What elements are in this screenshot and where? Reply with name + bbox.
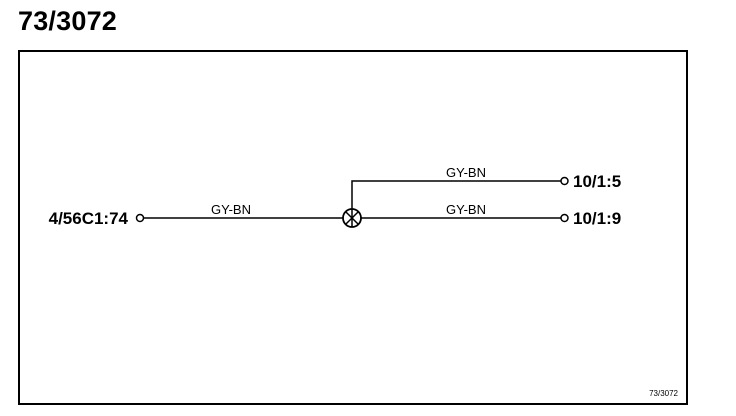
connector-label-right-top: 10/1:5 (573, 172, 621, 191)
terminal-left (135, 213, 145, 223)
terminal-right-top (560, 176, 569, 186)
connector-label-right-bottom: 10/1:9 (573, 209, 621, 228)
wire-label-main: GY-BN (211, 202, 251, 217)
diagram-reference: 73/3072 (649, 389, 678, 398)
wire-branch-top (351, 180, 561, 210)
diagram-title: 73/3072 (18, 6, 117, 36)
splice-icon (342, 208, 362, 228)
wire-label-branch-bottom: GY-BN (446, 202, 486, 217)
connector-label-left: 4/56C1:74 (49, 209, 129, 228)
wire-label-branch-top: GY-BN (446, 165, 486, 180)
diagram-frame (18, 50, 688, 405)
terminal-right-bottom (560, 213, 569, 223)
